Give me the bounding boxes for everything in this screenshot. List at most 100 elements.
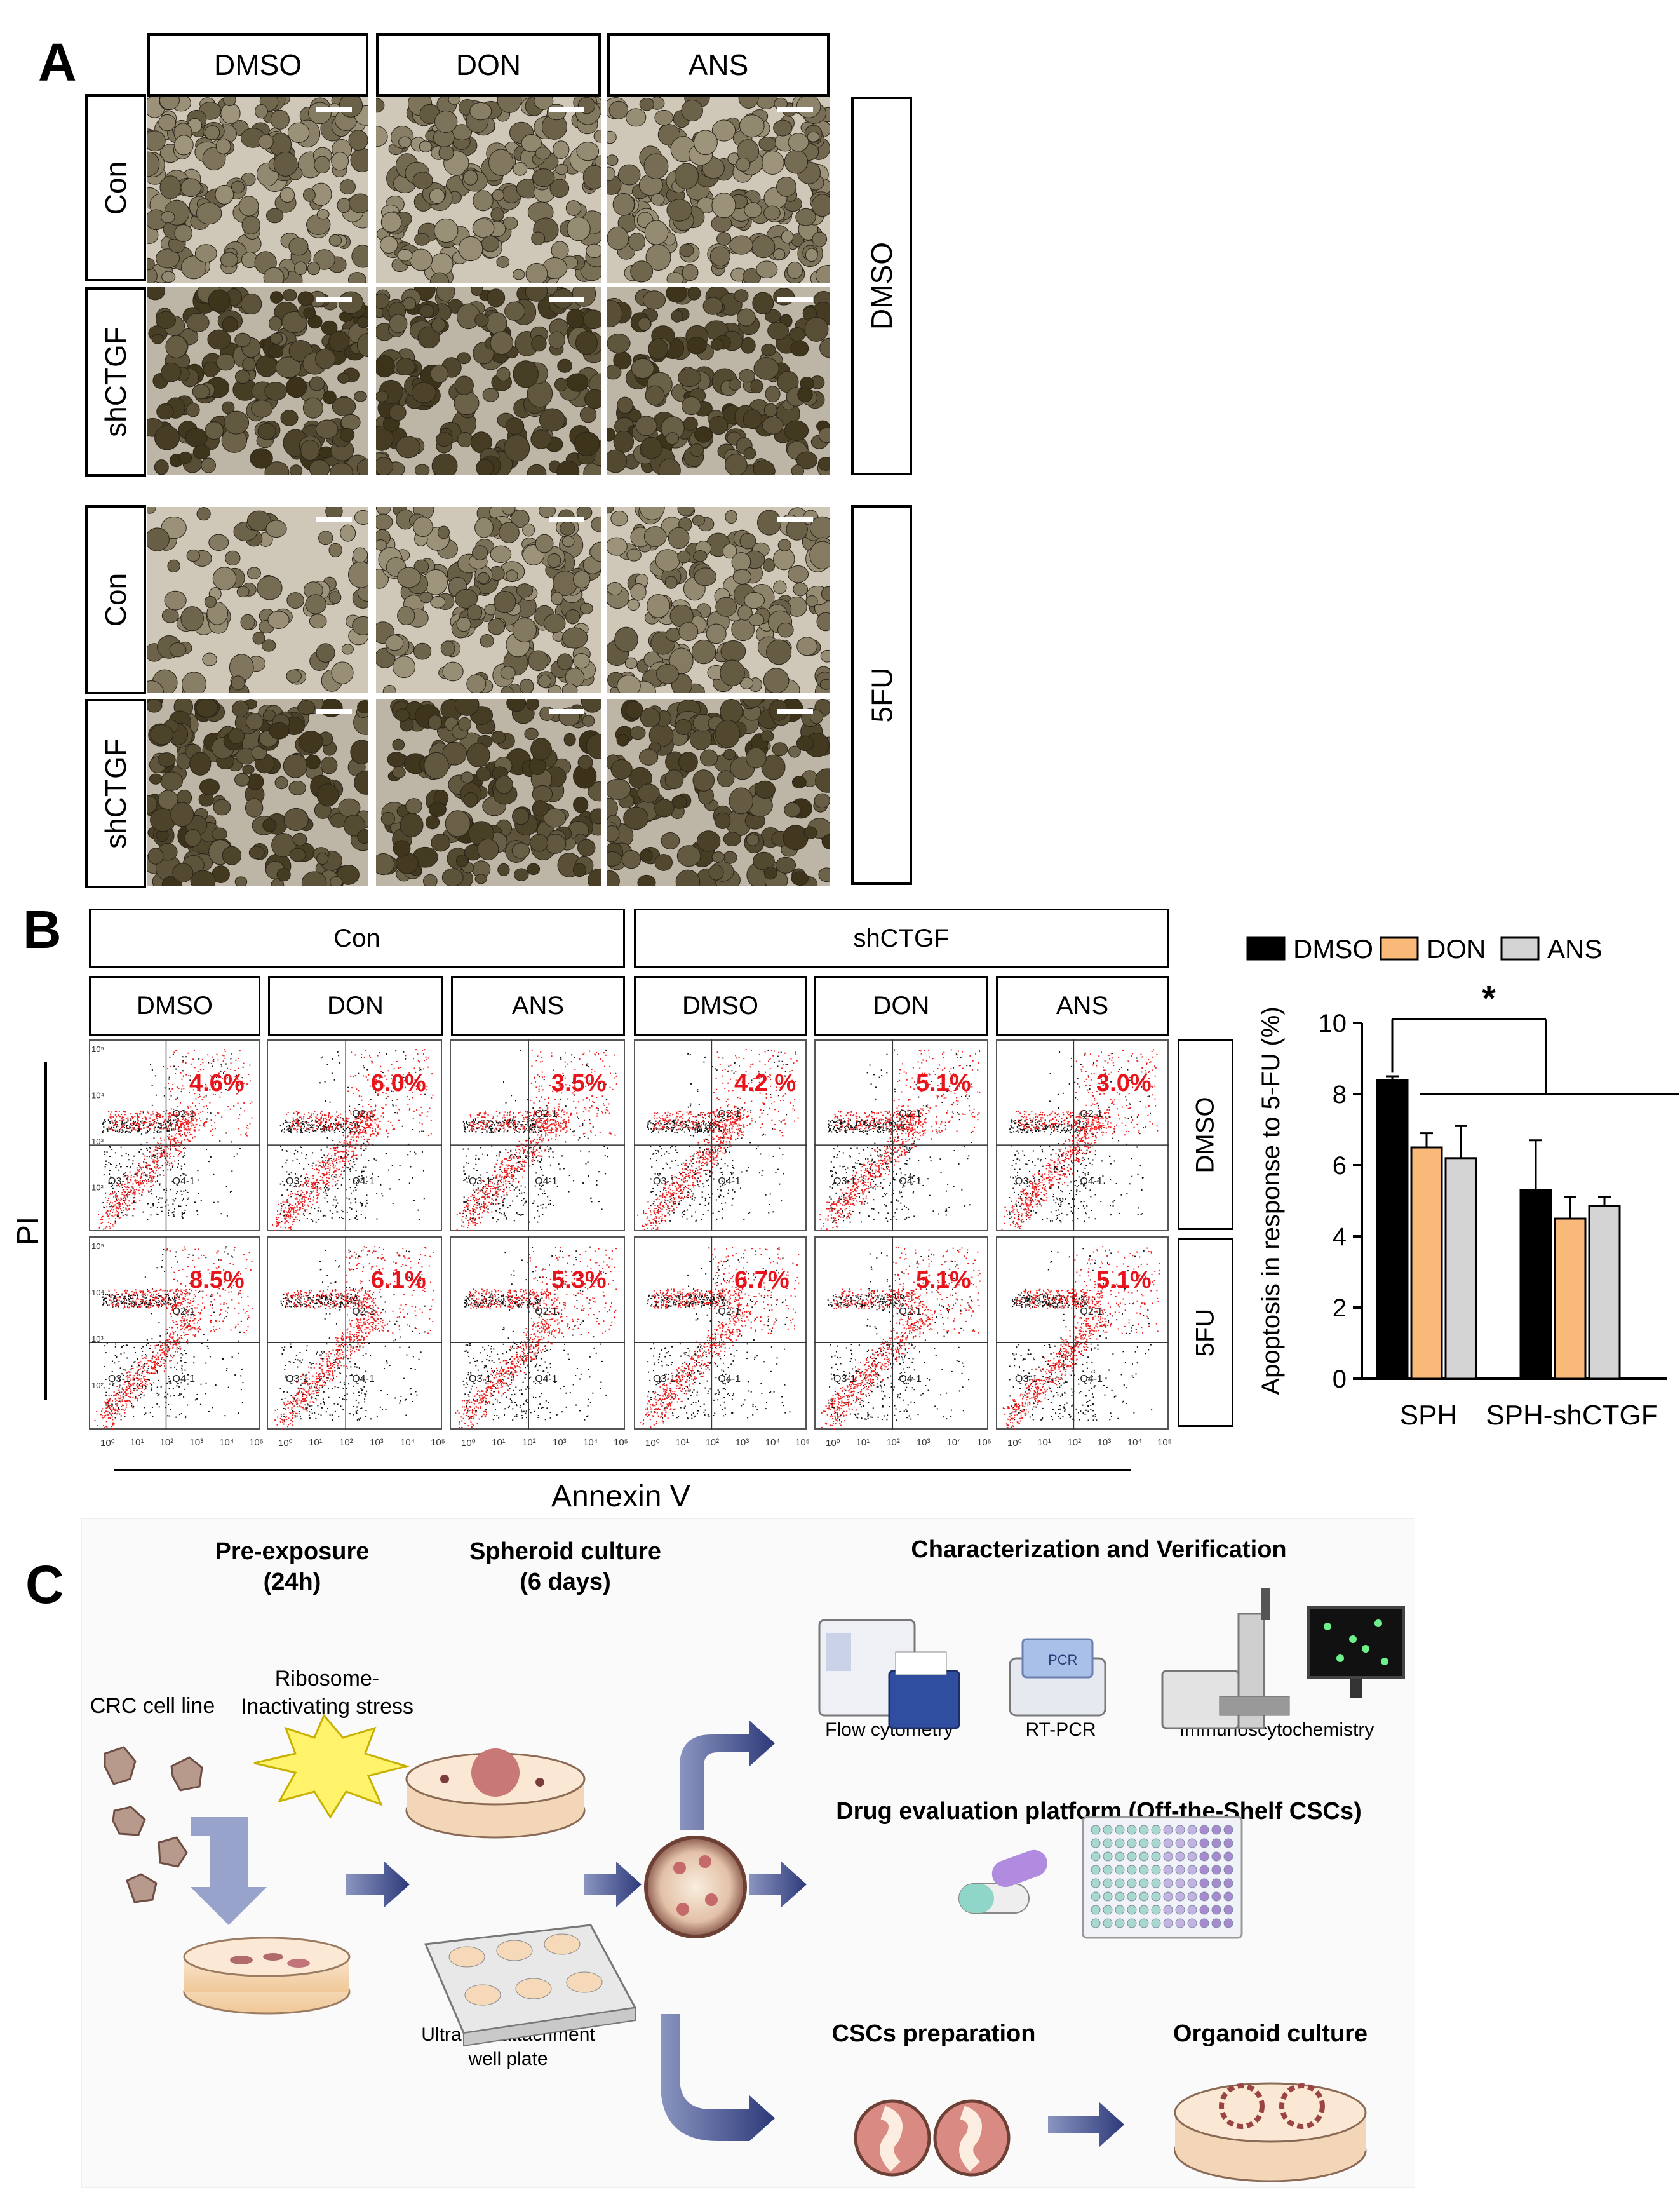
gate-label-q2: Q2-1 (899, 1306, 922, 1317)
facs-x-tick: 10⁵ (614, 1437, 628, 1448)
gate-label-q2: Q2-1 (718, 1109, 741, 1119)
pre-exposure-title: Pre-exposure(24h) (184, 1536, 400, 1597)
facs-x-tick: 10² (339, 1437, 353, 1448)
micrograph-r3-c2 (376, 507, 601, 693)
facs-x-tick: 10⁰ (278, 1437, 293, 1449)
facs-col-don-1: DON (268, 976, 443, 1036)
facs-x-tick: 10³ (917, 1437, 931, 1448)
bar-ans-1 (1446, 1158, 1476, 1379)
facs-x-tick: 10¹ (492, 1437, 506, 1448)
col-header-don: DON (376, 33, 601, 97)
immunocytochemistry-label: Immunoscytochemistry (1156, 1719, 1397, 1741)
facs-x-tick: 10² (886, 1437, 900, 1448)
facs-x-tick: 10² (522, 1437, 536, 1448)
facs-x-tick: 10⁰ (461, 1437, 476, 1449)
gate-label-q4: Q4-1 (1080, 1374, 1103, 1384)
organoid-culture-title: Organoid culture (1143, 2020, 1397, 2048)
gate-label-q2: Q2-1 (535, 1306, 558, 1317)
panel-c-background (81, 1518, 1415, 2188)
group-header-shctgf: shCTGF (634, 909, 1169, 968)
gate-label-q4: Q4-1 (173, 1176, 196, 1187)
gate-label-q4: Q4-1 (352, 1374, 375, 1384)
x-category-label: SPH-shCTGF (1486, 1400, 1658, 1431)
pi-axis-label: PI (11, 1217, 46, 1245)
micrograph-r3-c3 (607, 507, 830, 693)
micrograph-r2-c2 (376, 287, 601, 475)
panel-c-letter: C (25, 1554, 64, 1616)
panel-a-letter: A (38, 32, 77, 93)
facs-x-tick: 10² (705, 1437, 719, 1448)
legend-label-don: DON (1427, 934, 1486, 964)
annexin-axis-line (114, 1469, 1131, 1471)
y-tick-label: 10 (1319, 1010, 1347, 1038)
row-label-con-2: Con (85, 505, 146, 694)
y-tick-label: 2 (1333, 1294, 1347, 1322)
legend-swatch-dmso (1247, 938, 1284, 959)
group-label-dmso: DMSO (851, 97, 912, 475)
facs-x-tick: 10⁴ (1127, 1437, 1142, 1448)
apoptosis-percentage: 6.7% (734, 1267, 790, 1294)
micrograph-r1-c2 (376, 97, 601, 283)
group-label-5fu: 5FU (851, 505, 912, 885)
bar-dmso-2 (1521, 1190, 1551, 1379)
facs-row-dmso: DMSO (1178, 1039, 1233, 1230)
facs-x-tick: 10³ (189, 1437, 203, 1448)
facs-x-tick: 10⁴ (946, 1437, 961, 1448)
row-label-con-1: Con (85, 94, 146, 281)
facs-col-ans-1: ANS (451, 976, 625, 1036)
gate-label-q3: Q3-1 (286, 1176, 309, 1187)
gate-label-q3: Q3-1 (1015, 1374, 1038, 1384)
micrograph-r1-c1 (147, 97, 368, 283)
facs-y-tick: 10² (91, 1182, 104, 1192)
cscs-preparation-title: CSCs preparation (800, 2020, 1067, 2048)
gate-label-q4: Q4-1 (173, 1374, 196, 1384)
micrograph-r1-c3 (607, 97, 830, 283)
gate-label-q2: Q2-1 (173, 1306, 196, 1317)
apoptosis-percentage: 5.1% (1096, 1267, 1152, 1294)
legend-swatch-ans (1502, 938, 1538, 959)
apoptosis-percentage: 4.2 % (734, 1070, 796, 1097)
facs-x-tick: 10⁵ (977, 1437, 991, 1448)
micrograph-r2-c3 (607, 287, 830, 475)
drug-platform-title: Drug evaluation platform (Off-the-Shelf … (826, 1798, 1372, 1825)
facs-x-tick: 10³ (553, 1437, 567, 1448)
facs-x-tick: 10¹ (309, 1437, 323, 1448)
facs-x-tick: 10⁵ (795, 1437, 810, 1448)
y-tick-label: 4 (1333, 1223, 1347, 1251)
facs-x-tick: 10⁵ (1157, 1437, 1172, 1448)
facs-row-5fu: 5FU (1178, 1238, 1233, 1427)
micrograph-r4-c1 (147, 699, 368, 886)
gate-label-q2: Q2-1 (718, 1306, 741, 1317)
facs-x-tick: 10² (160, 1437, 174, 1448)
gate-label-q4: Q4-1 (535, 1374, 558, 1384)
facs-x-tick: 10¹ (675, 1437, 689, 1448)
facs-y-tick: 10⁵ (91, 1045, 104, 1054)
gate-label-q3: Q3-1 (108, 1374, 131, 1384)
panel-b-letter: B (23, 899, 62, 961)
facs-y-tick: 10⁴ (91, 1090, 104, 1100)
flow-cytometry-label: Flow cytometry (800, 1719, 978, 1741)
facs-y-tick: 10² (91, 1381, 104, 1390)
legend-label-dmso: DMSO (1293, 934, 1373, 964)
gate-label-q2: Q2-1 (535, 1109, 558, 1119)
facs-x-tick: 10⁴ (400, 1437, 415, 1448)
gate-label-q4: Q4-1 (535, 1176, 558, 1187)
bar-don-1 (1411, 1147, 1442, 1379)
apoptosis-percentage: 6.0% (371, 1070, 426, 1097)
gate-label-q4: Q4-1 (1080, 1176, 1103, 1187)
x-category-label: SPH (1400, 1400, 1457, 1431)
gate-label-q4: Q4-1 (352, 1176, 375, 1187)
facs-x-tick: 10¹ (130, 1437, 144, 1448)
gate-label-q3: Q3-1 (833, 1176, 856, 1187)
facs-x-tick: 10³ (370, 1437, 384, 1448)
row-label-shctgf-1: shCTGF (85, 287, 146, 477)
gate-label-q4: Q4-1 (718, 1176, 741, 1187)
characterization-title: Characterization and Verification (877, 1536, 1321, 1564)
gate-label-q3: Q3-1 (469, 1374, 492, 1384)
